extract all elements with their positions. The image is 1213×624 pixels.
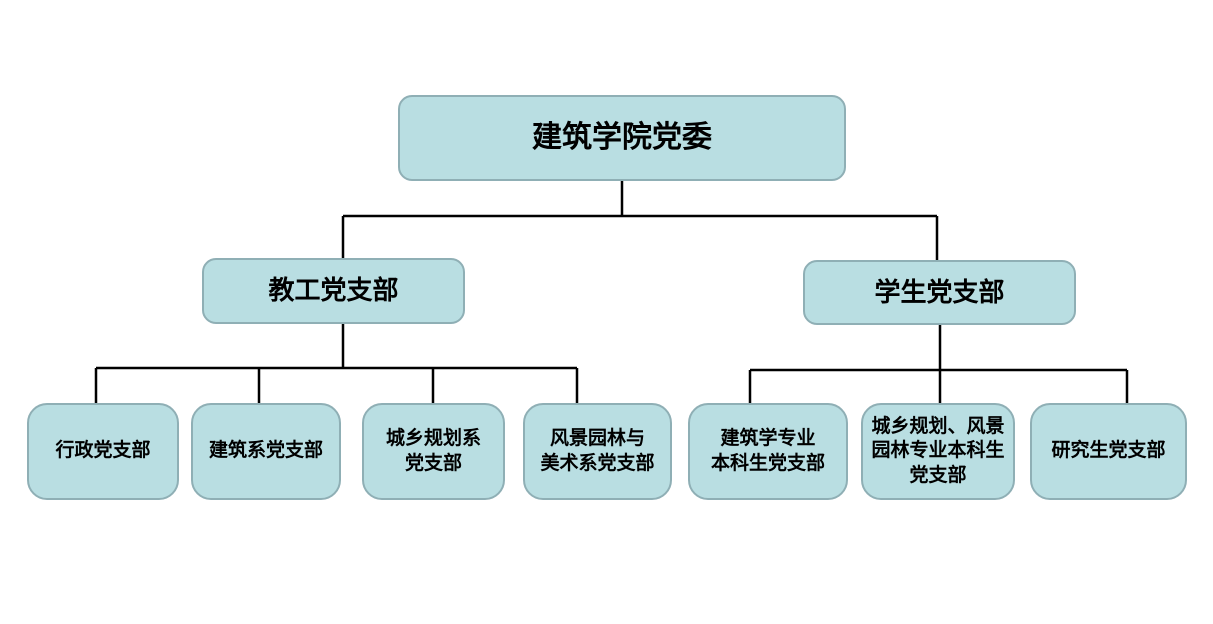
node-label: 教工党支部 <box>268 275 399 306</box>
connector-faculty-subtree <box>94 324 579 403</box>
node-label: 城乡规划系 党支部 <box>385 428 481 474</box>
org-node-faculty-branch: 教工党支部 <box>202 258 465 324</box>
node-label: 城乡规划、风景 园林专业本科生 党支部 <box>871 416 1005 486</box>
org-node-planning-landscape-undergrad-branch: 城乡规划、风景 园林专业本科生 党支部 <box>861 403 1015 500</box>
org-node-architecture-dept-branch: 建筑系党支部 <box>191 403 341 500</box>
org-node-urban-planning-dept-branch: 城乡规划系 党支部 <box>362 403 505 500</box>
org-node-landscape-art-dept-branch: 风景园林与 美术系党支部 <box>523 403 672 500</box>
node-label: 建筑学专业 本科生党支部 <box>710 428 825 474</box>
org-node-admin-branch: 行政党支部 <box>27 403 179 500</box>
node-label: 研究生党支部 <box>1051 440 1166 462</box>
node-label: 风景园林与 美术系党支部 <box>540 428 655 474</box>
org-node-architecture-undergrad-branch: 建筑学专业 本科生党支部 <box>688 403 848 500</box>
org-node-graduate-branch: 研究生党支部 <box>1030 403 1187 500</box>
node-label: 行政党支部 <box>55 440 151 462</box>
org-node-college-party-committee: 建筑学院党委 <box>398 95 846 181</box>
node-label: 学生党支部 <box>874 276 1005 307</box>
connector-student-subtree <box>748 325 1129 403</box>
connector-root-branch <box>341 181 939 260</box>
org-node-student-branch: 学生党支部 <box>803 260 1076 325</box>
node-label: 建筑系党支部 <box>208 440 323 462</box>
node-label: 建筑学院党委 <box>532 120 712 154</box>
